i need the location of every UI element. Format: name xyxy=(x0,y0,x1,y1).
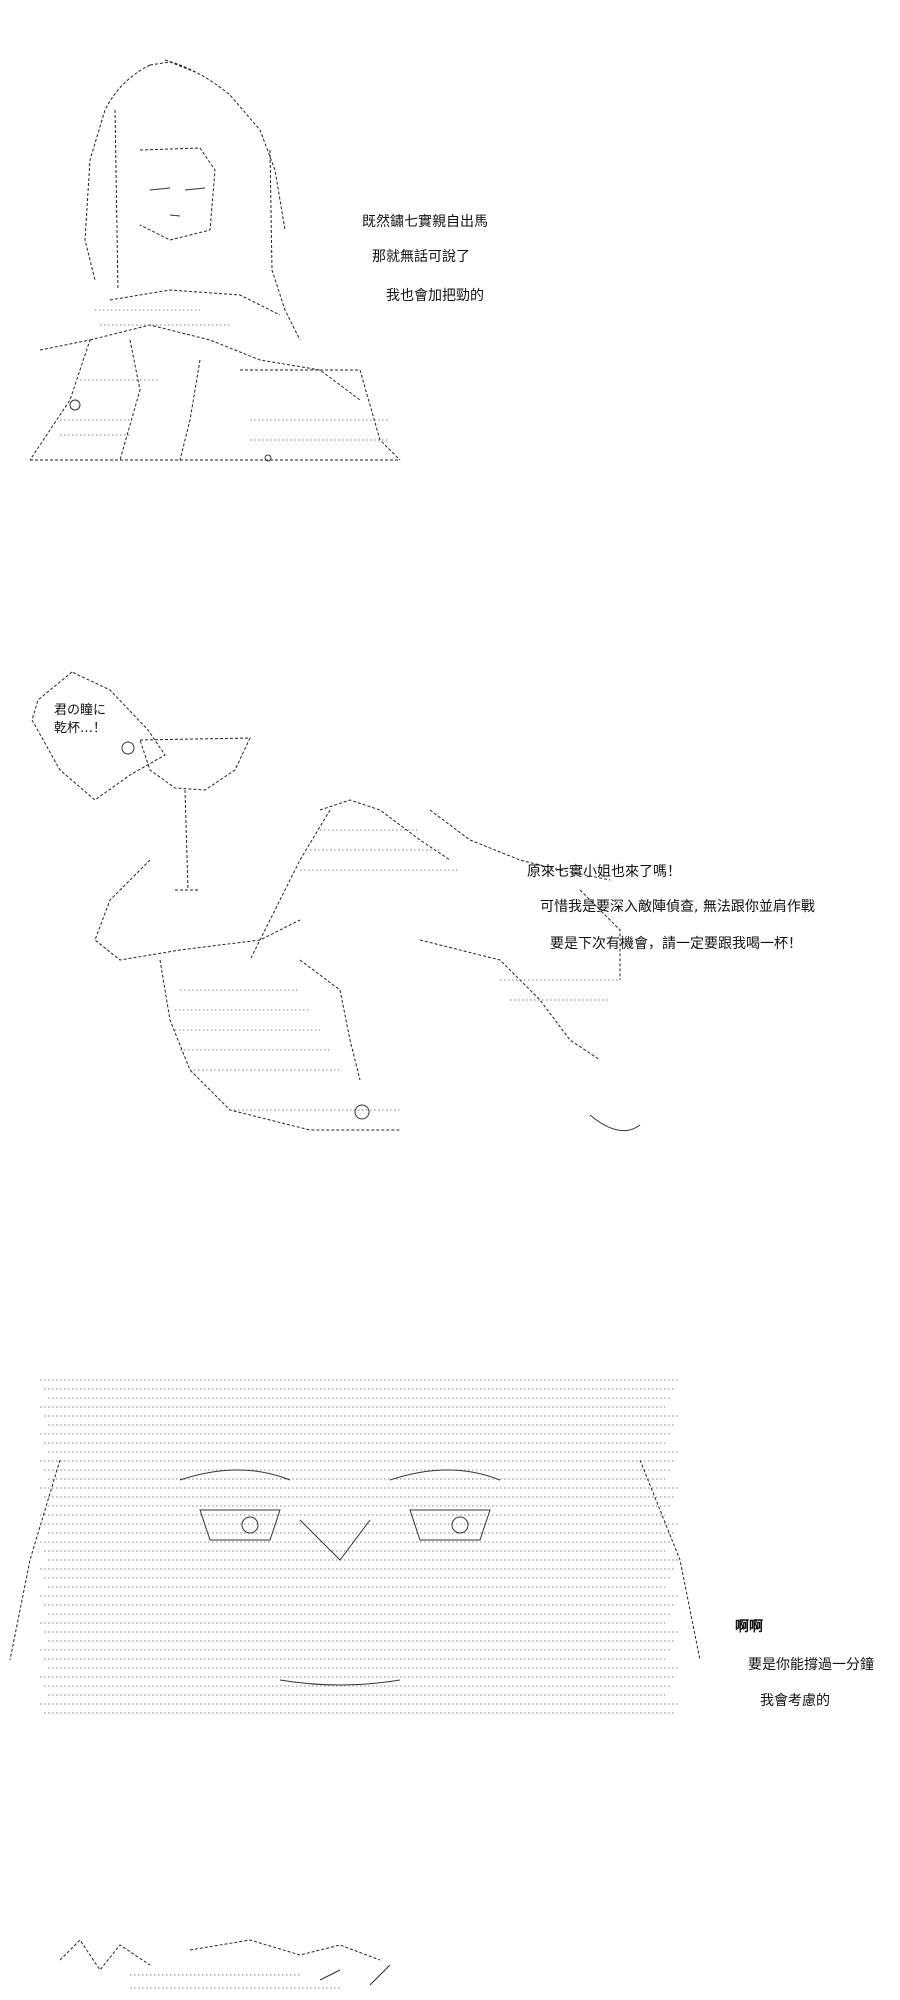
dialogue-line: 要是你能撐過一分鐘 xyxy=(748,1657,874,1673)
bubble-line: 君の瞳に xyxy=(53,703,106,718)
dialogue-line: 啊啊 xyxy=(735,1619,763,1635)
ascii-art-figure-3 xyxy=(9,1379,701,1714)
dialogue-line: 我會考慮的 xyxy=(760,1693,830,1709)
panel-3: 啊啊 要是你能撐過一分鐘 我會考慮的 xyxy=(0,1360,900,1760)
ascii-art-figure-4 xyxy=(59,1939,391,1989)
dialogue-line: 原來七實小姐也來了嗎！ xyxy=(527,864,681,880)
panel-4-partial xyxy=(0,1930,900,2000)
dialogue-line: 要是下次有機會，請一定要跟我喝一杯！ xyxy=(550,936,802,952)
bubble-line: 乾杯…！ xyxy=(53,720,106,736)
dialogue-line: 我也會加把勁的 xyxy=(386,288,484,304)
panel-2: 君の瞳に 乾杯…！ 原來七實小姐也來了嗎！ 可惜我是要深入敵陣偵查, 無法跟你並… xyxy=(0,660,900,1180)
dialogue-line: 可惜我是要深入敵陣偵查, 無法跟你並肩作戰 xyxy=(540,899,815,915)
panel-1: 既然鏽七實親自出馬 那就無話可說了 我也會加把勁的 xyxy=(0,40,900,480)
ascii-art-figure-1 xyxy=(29,59,401,462)
speech-bubble: 君の瞳に 乾杯…！ xyxy=(40,702,120,737)
ascii-art-figure-2 xyxy=(31,671,641,1132)
dialogue-line: 那就無話可說了 xyxy=(372,249,470,265)
dialogue-line: 既然鏽七實親自出馬 xyxy=(362,214,488,230)
